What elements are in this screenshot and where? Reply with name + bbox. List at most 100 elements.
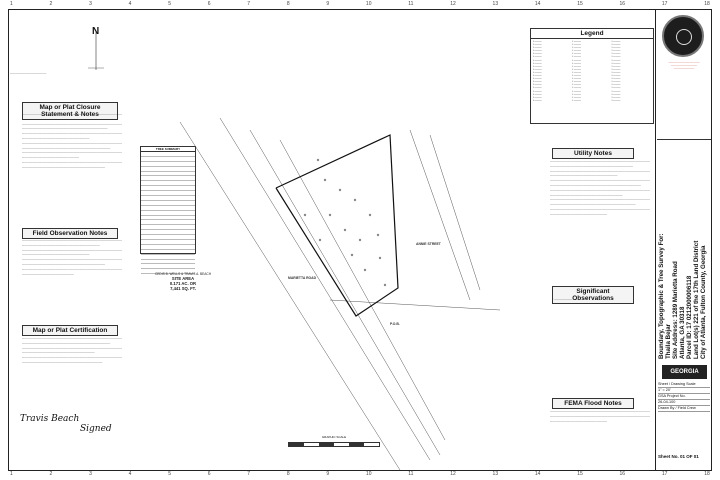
legend-item: ——— bbox=[612, 77, 651, 80]
ruler-number: 12 bbox=[450, 471, 456, 477]
ruler-number: 16 bbox=[619, 471, 626, 477]
tree-table-title: TREE SUMMARY bbox=[141, 147, 195, 152]
tree-table-row bbox=[141, 162, 195, 167]
title-line: Parcel ID: 17 0212000006118 bbox=[686, 275, 693, 359]
legend-item: ——— bbox=[572, 83, 611, 86]
legend-item: ——— bbox=[612, 46, 651, 49]
title-line: Land Lot(s) 221 of the 17th Land Distric… bbox=[693, 240, 700, 359]
ruler-number: 6 bbox=[207, 471, 211, 477]
project-no-value: 26-04-100 bbox=[658, 400, 710, 406]
legend-item: ——— bbox=[572, 77, 611, 80]
legend-item: ——— bbox=[572, 43, 611, 46]
title-line: Site Address: 1289 Marietta Road bbox=[672, 261, 679, 359]
fema-header: FEMA Flood Notes bbox=[552, 398, 634, 409]
site-area-title: SITE AREA bbox=[171, 276, 195, 281]
legend-item: ——— bbox=[572, 55, 611, 58]
ruler-number: 12 bbox=[450, 1, 456, 7]
legend-item: ——— bbox=[533, 40, 572, 43]
legend-item: ——— bbox=[612, 86, 651, 89]
field-text: ————————————————————————————————————————… bbox=[22, 239, 122, 276]
certification-header: Map or Plat Certification bbox=[22, 325, 118, 336]
utility-header: Utility Notes bbox=[552, 148, 634, 159]
legend-item: ——— bbox=[612, 68, 651, 71]
title-block: —————————————————————————————— Boundary,… bbox=[655, 9, 712, 471]
legend-item: ——— bbox=[612, 49, 651, 52]
sheet-frame bbox=[8, 9, 712, 471]
legend-item: ——— bbox=[533, 99, 572, 102]
certification-text: ————————————————————————————————————————… bbox=[22, 337, 122, 364]
legend-item: ——— bbox=[533, 90, 572, 93]
tree-summary-table: TREE SUMMARY bbox=[140, 146, 196, 275]
tree-table-row bbox=[141, 235, 195, 241]
legend-items: ————————————————————————————————————————… bbox=[531, 39, 653, 103]
pob-label: P.O.B. bbox=[390, 322, 400, 326]
legend-item: ——— bbox=[533, 80, 572, 83]
annie-street-label: ANNIE STREET bbox=[416, 242, 441, 246]
legend-item: ——— bbox=[572, 93, 611, 96]
legend-item: ——— bbox=[572, 71, 611, 74]
tree-table-row bbox=[141, 255, 195, 260]
legend-item: ——— bbox=[533, 83, 572, 86]
surveyor-signature: Travis Beach bbox=[20, 414, 80, 424]
tree-table-row bbox=[141, 269, 195, 275]
tree-table-row bbox=[141, 220, 195, 226]
ruler-number: 9 bbox=[326, 1, 330, 7]
ruler-number: 1 bbox=[10, 471, 13, 477]
legend-item: ——— bbox=[572, 52, 611, 55]
company-seal-icon bbox=[662, 15, 704, 57]
tree-table-row bbox=[141, 172, 195, 177]
ruler-number: 3 bbox=[89, 471, 92, 477]
north-arrow-label: N bbox=[92, 26, 100, 37]
legend-item: ——— bbox=[572, 46, 611, 49]
significant-text: ○ ——————— bbox=[552, 298, 573, 301]
tree-table-row bbox=[141, 176, 195, 182]
ruler-number: 15 bbox=[577, 471, 583, 477]
tree-table-row bbox=[141, 206, 195, 211]
closure-text: ————————————————————————————————————————… bbox=[22, 113, 122, 169]
legend-item: ——— bbox=[612, 71, 651, 74]
graphic-scale: GRAPHIC SCALE bbox=[288, 435, 380, 447]
legend-item: ——— bbox=[533, 46, 572, 49]
legend-item: ——— bbox=[572, 65, 611, 68]
north-arrow-icon bbox=[88, 32, 104, 70]
ruler-number: 7 bbox=[247, 471, 251, 477]
ruler-number: 8 bbox=[286, 471, 290, 477]
legend-item: ——— bbox=[533, 71, 572, 74]
legend-item: ——— bbox=[533, 93, 572, 96]
title-line: Atlanta, GA 30318 bbox=[679, 306, 686, 359]
legend-item: ——— bbox=[612, 83, 651, 86]
tree-table-row bbox=[141, 186, 195, 192]
ruler-number: 15 bbox=[577, 1, 583, 7]
tree-table-row bbox=[141, 152, 195, 157]
tree-table-row bbox=[141, 196, 195, 201]
legend-item: ——— bbox=[533, 43, 572, 46]
ruler-number: 5 bbox=[168, 471, 171, 477]
tree-table-row bbox=[141, 201, 195, 206]
legend-item: ——— bbox=[533, 49, 572, 52]
tree-table-row bbox=[141, 230, 195, 236]
ruler-number: 9 bbox=[326, 471, 330, 477]
tree-table-row bbox=[141, 211, 195, 216]
site-area-sqft: 7,441 SQ. FT. bbox=[170, 286, 196, 291]
site-area-acres: 0.171 AC. OR bbox=[169, 281, 197, 286]
legend-item: ——— bbox=[612, 65, 651, 68]
ruler-number: 18 bbox=[704, 1, 710, 7]
ruler-number: 2 bbox=[49, 471, 53, 477]
ruler-number: 16 bbox=[619, 1, 626, 7]
utility-text: ————————————————————————————————————————… bbox=[550, 160, 650, 216]
sheet-number: Sheet No. 01 OF 01 bbox=[658, 454, 710, 459]
revision-block bbox=[657, 139, 711, 242]
project-title: Boundary, Topographic & Tree Survey For:… bbox=[658, 233, 707, 359]
ruler-number: 13 bbox=[492, 1, 499, 7]
legend-item: ——— bbox=[533, 55, 572, 58]
legend-item: ——— bbox=[612, 96, 651, 99]
drawn-by-label: Drawn By / Field Crew bbox=[658, 406, 710, 412]
scale-value: 1" = 20' bbox=[658, 388, 710, 394]
property-boundary bbox=[275, 134, 399, 317]
ruler-number: 11 bbox=[408, 1, 414, 7]
tree-table-row bbox=[141, 216, 195, 221]
ruler-number: 14 bbox=[534, 1, 541, 7]
